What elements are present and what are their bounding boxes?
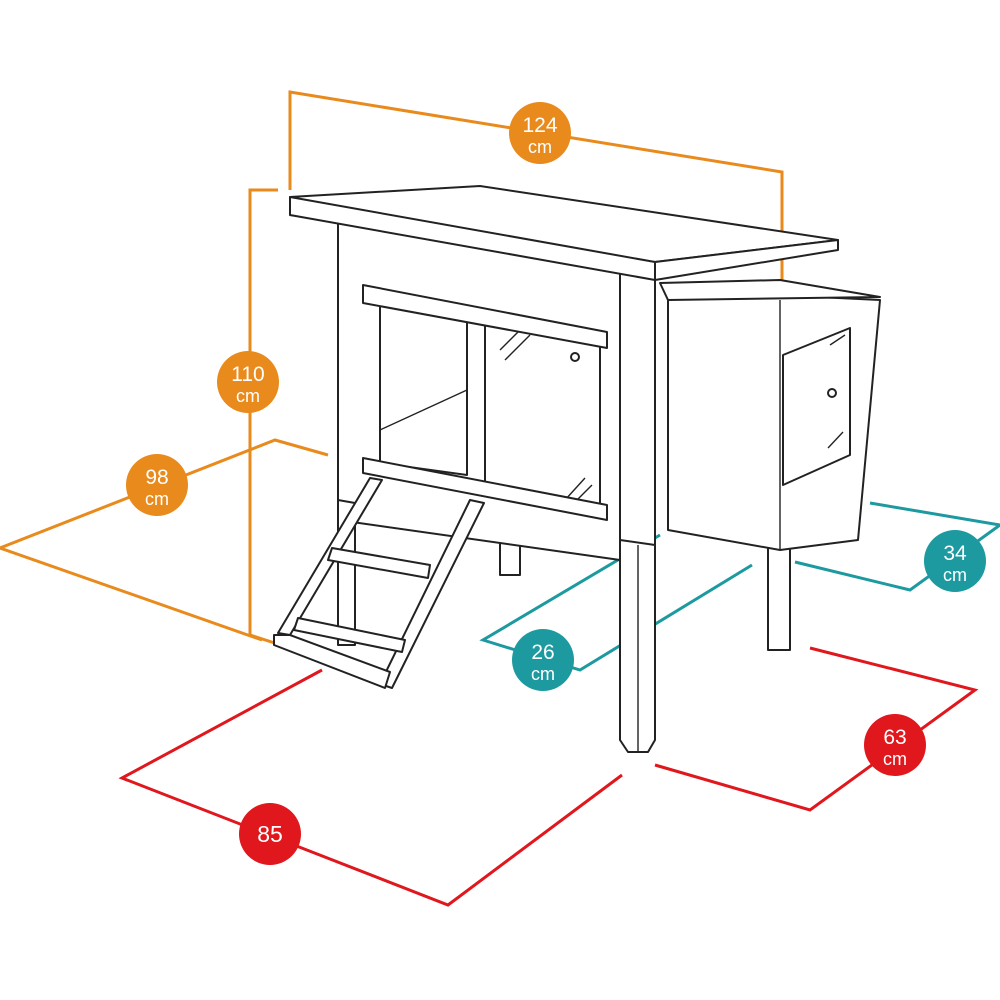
base-width-dimension-line	[118, 668, 623, 907]
badge-nest-26: 26 cm	[512, 629, 574, 691]
badge-nest-34: 34 cm	[924, 530, 986, 592]
badge-base-85: 85	[239, 803, 301, 865]
ramp-value: 98	[145, 466, 168, 489]
width-value: 124	[522, 114, 557, 137]
base-width-value: 85	[257, 821, 283, 847]
height-value: 110	[231, 363, 264, 386]
badge-base-63: 63 cm	[864, 714, 926, 776]
badge-height-110: 110 cm	[217, 351, 279, 413]
height-unit: cm	[236, 386, 260, 406]
badge-ramp-98: 98 cm	[126, 454, 188, 516]
nest-width-value: 26	[531, 641, 554, 664]
base-depth-value: 63	[883, 726, 906, 749]
base-depth-dimension-line	[654, 646, 979, 812]
hutch-drawing	[273, 185, 881, 753]
height-dimension-line	[248, 188, 291, 650]
badge-width-124: 124 cm	[509, 102, 571, 164]
nest-height-unit: cm	[943, 565, 967, 585]
width-unit: cm	[528, 137, 552, 157]
base-depth-unit: cm	[883, 749, 907, 769]
ramp-unit: cm	[145, 489, 169, 509]
nest-width-unit: cm	[531, 664, 555, 684]
nest-height-value: 34	[943, 542, 967, 565]
